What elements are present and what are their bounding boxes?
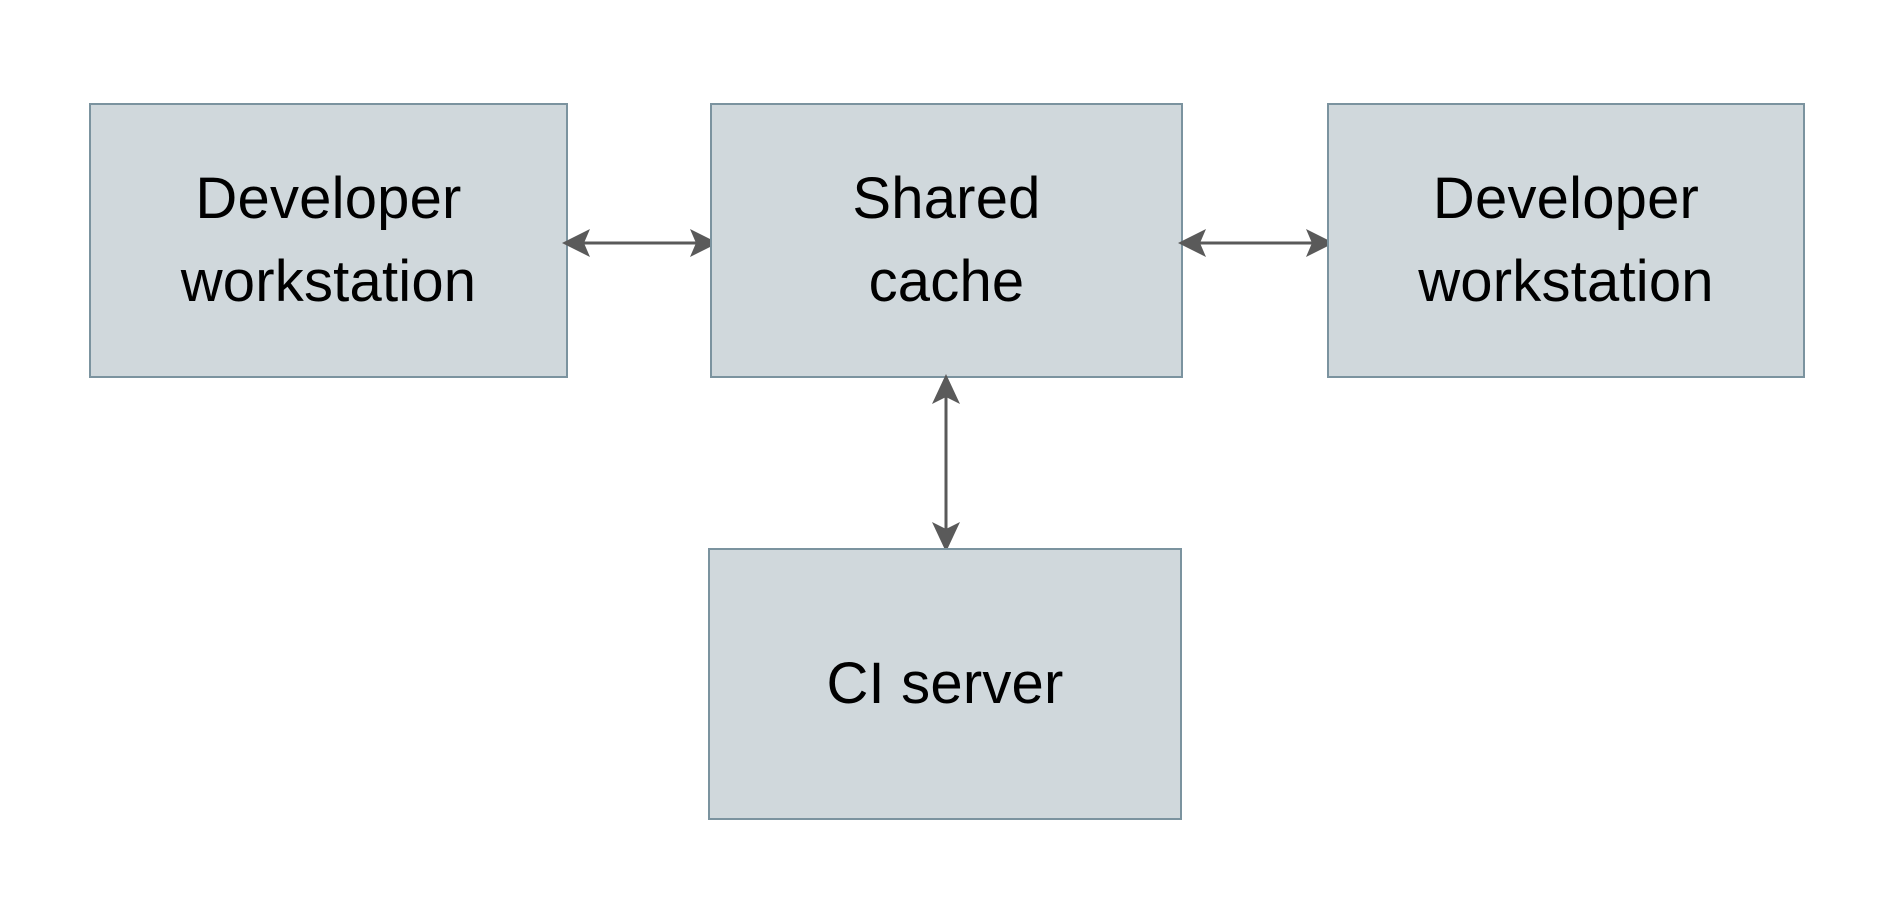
double-arrow-icon — [1178, 229, 1334, 257]
node-developer-workstation-left[interactable]: Developer workstation — [89, 103, 568, 378]
edge-shared-cache-to-dev-right[interactable] — [1176, 212, 1336, 274]
edge-shared-cache-to-ci-server[interactable] — [915, 372, 977, 554]
node-label: CI server — [826, 650, 1064, 716]
node-label: Shared cache — [852, 166, 1041, 314]
node-developer-workstation-right[interactable]: Developer workstation — [1327, 103, 1805, 378]
node-ci-server[interactable]: CI server — [708, 548, 1182, 820]
node-shared-cache[interactable]: Shared cache — [710, 103, 1183, 378]
node-label: Developer workstation — [1418, 166, 1714, 314]
node-label: Developer workstation — [180, 166, 477, 314]
edge-dev-left-to-shared-cache[interactable] — [560, 212, 720, 274]
double-arrow-icon — [562, 229, 718, 257]
double-arrow-icon — [932, 374, 960, 552]
